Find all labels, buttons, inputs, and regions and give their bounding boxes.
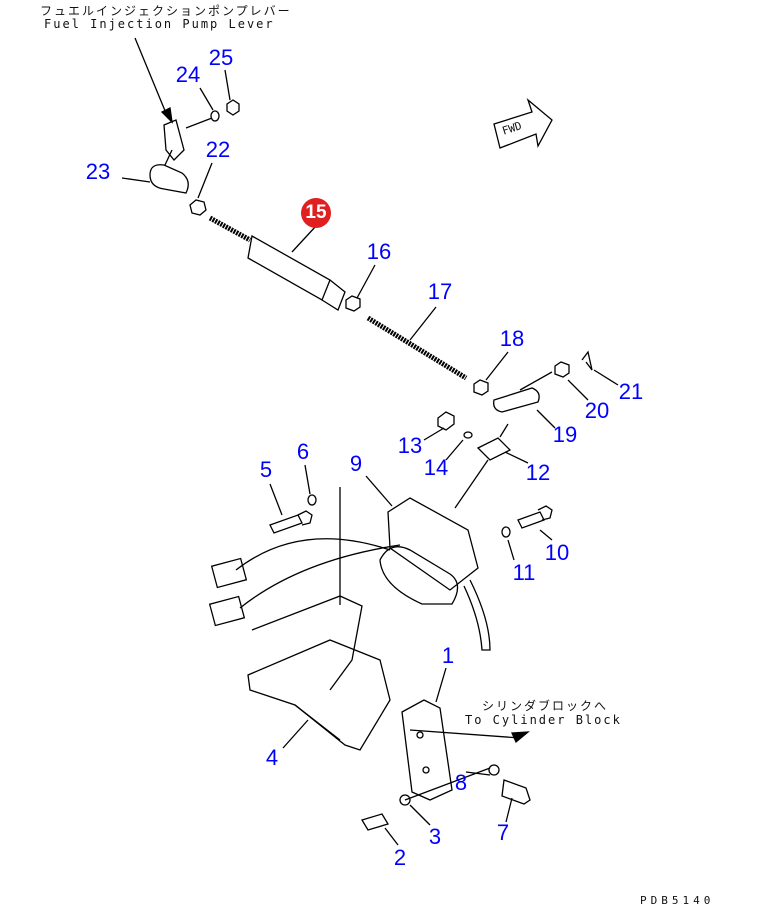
caption-block-en: To Cylinder Block bbox=[465, 713, 622, 727]
drawing-code: PDB5140 bbox=[640, 894, 715, 905]
callout-11[interactable]: 11 bbox=[512, 560, 536, 585]
washer-11 bbox=[501, 526, 511, 538]
connector-2 bbox=[208, 595, 246, 627]
nut-18 bbox=[473, 379, 489, 396]
callout-2[interactable]: 2 bbox=[393, 845, 407, 870]
washer-24 bbox=[210, 110, 220, 122]
plate-1 bbox=[401, 699, 453, 801]
callout-15-highlighted[interactable]: 15 bbox=[301, 198, 331, 228]
ball-joint-19 bbox=[493, 387, 540, 413]
controller-plate bbox=[251, 595, 363, 691]
wire-harness bbox=[235, 538, 391, 571]
arrowhead bbox=[160, 107, 173, 124]
callout-19[interactable]: 19 bbox=[552, 422, 578, 447]
callout-23[interactable]: 23 bbox=[85, 159, 111, 184]
ball-joint-23 bbox=[149, 164, 189, 194]
cylinder-15 bbox=[247, 234, 331, 301]
callout-18[interactable]: 18 bbox=[499, 326, 525, 351]
caption-lever-en: Fuel Injection Pump Lever bbox=[44, 17, 275, 31]
connector-1 bbox=[210, 557, 248, 589]
bolt-5 bbox=[269, 514, 303, 534]
nut-22 bbox=[189, 199, 207, 216]
callout-20[interactable]: 20 bbox=[584, 398, 610, 423]
callout-25[interactable]: 25 bbox=[208, 45, 234, 70]
callout-10[interactable]: 10 bbox=[544, 540, 570, 565]
callout-7[interactable]: 7 bbox=[496, 820, 510, 845]
bolt-10 bbox=[517, 511, 545, 529]
caption-lever-jp: フュエルインジェクションポンプレバー bbox=[40, 4, 292, 18]
joint-12 bbox=[476, 437, 512, 461]
callout-9[interactable]: 9 bbox=[349, 451, 363, 476]
motor-body-9 bbox=[379, 546, 459, 605]
callout-13[interactable]: 13 bbox=[397, 433, 423, 458]
rod-15 bbox=[208, 215, 252, 243]
callout-3[interactable]: 3 bbox=[428, 824, 442, 849]
callout-24[interactable]: 24 bbox=[175, 62, 201, 87]
nut-20 bbox=[554, 361, 570, 378]
callout-8[interactable]: 8 bbox=[454, 770, 468, 795]
callout-1[interactable]: 1 bbox=[441, 643, 455, 668]
callout-6[interactable]: 6 bbox=[296, 439, 310, 464]
bolt-2 bbox=[361, 813, 389, 831]
callout-22[interactable]: 22 bbox=[205, 137, 231, 162]
motor-9 bbox=[387, 497, 479, 591]
lever-arrow bbox=[134, 37, 169, 119]
nut-25 bbox=[226, 99, 240, 116]
callout-5[interactable]: 5 bbox=[259, 457, 273, 482]
caption-block-jp: シリンダブロックへ bbox=[482, 699, 609, 713]
bracket-4 bbox=[247, 639, 391, 751]
guide-line bbox=[409, 729, 521, 739]
pin-21 bbox=[581, 350, 593, 371]
rod-17 bbox=[366, 315, 468, 381]
pump-lever bbox=[163, 119, 185, 161]
washer-14 bbox=[463, 431, 473, 439]
bolt-13 bbox=[437, 411, 455, 431]
washer-3 bbox=[399, 794, 411, 806]
fwd-arrow bbox=[493, 98, 553, 149]
washer-6 bbox=[307, 494, 317, 506]
callout-12[interactable]: 12 bbox=[525, 460, 551, 485]
callout-17[interactable]: 17 bbox=[427, 279, 453, 304]
washer-8 bbox=[488, 764, 500, 776]
callout-16[interactable]: 16 bbox=[366, 239, 392, 264]
bolt-7 bbox=[501, 779, 531, 805]
callout-4[interactable]: 4 bbox=[265, 745, 279, 770]
callout-21[interactable]: 21 bbox=[618, 379, 644, 404]
strap bbox=[463, 579, 491, 651]
nut-16 bbox=[345, 295, 361, 312]
callout-14[interactable]: 14 bbox=[423, 455, 449, 480]
